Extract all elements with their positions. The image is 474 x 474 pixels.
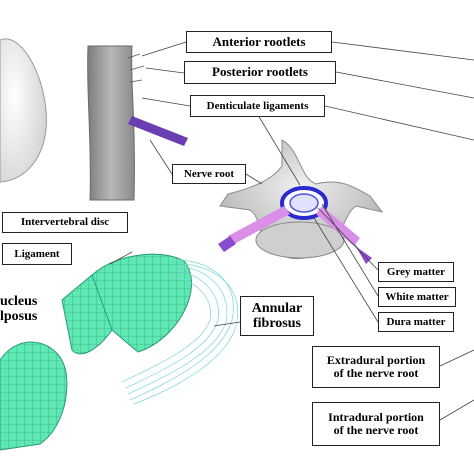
label-nucleus-line2: lposus [0, 309, 38, 324]
annular-wires [121, 259, 238, 405]
left-root [228, 206, 290, 244]
right-extradural [352, 240, 372, 264]
rootlets-marks [127, 53, 145, 83]
label-intradural-line2: of the nerve root [333, 423, 419, 437]
label-posterior-rootlets: Posterior rootlets [184, 61, 336, 84]
leader-lines [109, 41, 474, 421]
label-nerve-root: Nerve root [172, 164, 246, 184]
label-nucleus-line1: ucleus [0, 293, 38, 309]
label-dura-matter: Dura matter [378, 312, 454, 332]
disc-mesh [61, 253, 192, 355]
label-grey-matter: Grey matter [378, 262, 454, 282]
left-extradural [218, 236, 236, 252]
right-root [316, 206, 360, 246]
label-anterior-rootlets: Anterior rootlets [186, 31, 332, 53]
label-extradural-line1: Extradural portion [326, 352, 426, 367]
label-annular-fibrosus: Annular fibrosus [240, 296, 314, 336]
label-intervertebral-disc: Intervertebral disc [2, 212, 128, 233]
label-nucleus-pulposus: ucleus lposus [0, 288, 70, 330]
nucleus-mesh [0, 341, 68, 451]
nerve-root-bar [128, 116, 188, 146]
brain-shape [0, 38, 48, 183]
label-denticulate-ligaments: Denticulate ligaments [190, 95, 325, 117]
spinal-cord [87, 45, 135, 201]
label-extradural-line2: of the nerve root [333, 366, 419, 380]
label-extradural-portion: Extradural portion of the nerve root [312, 346, 440, 388]
label-annular-line1: Annular [251, 300, 303, 316]
label-intradural-line1: Intradural portion [328, 409, 424, 424]
label-intradural-portion: Intradural portion of the nerve root [312, 402, 440, 446]
label-white-matter: White matter [378, 287, 456, 307]
label-annular-line2: fibrosus [253, 316, 301, 331]
label-ligament: Ligament [2, 243, 72, 265]
